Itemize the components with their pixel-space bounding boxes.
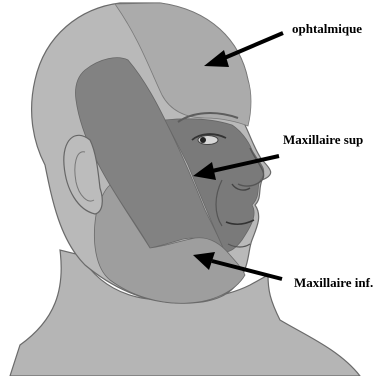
label-ophtalmique: ophtalmique	[292, 22, 362, 35]
label-maxillaire-sup: Maxillaire sup	[283, 133, 363, 146]
label-maxillaire-inf: Maxillaire inf.	[294, 276, 373, 289]
pupil	[200, 137, 206, 143]
